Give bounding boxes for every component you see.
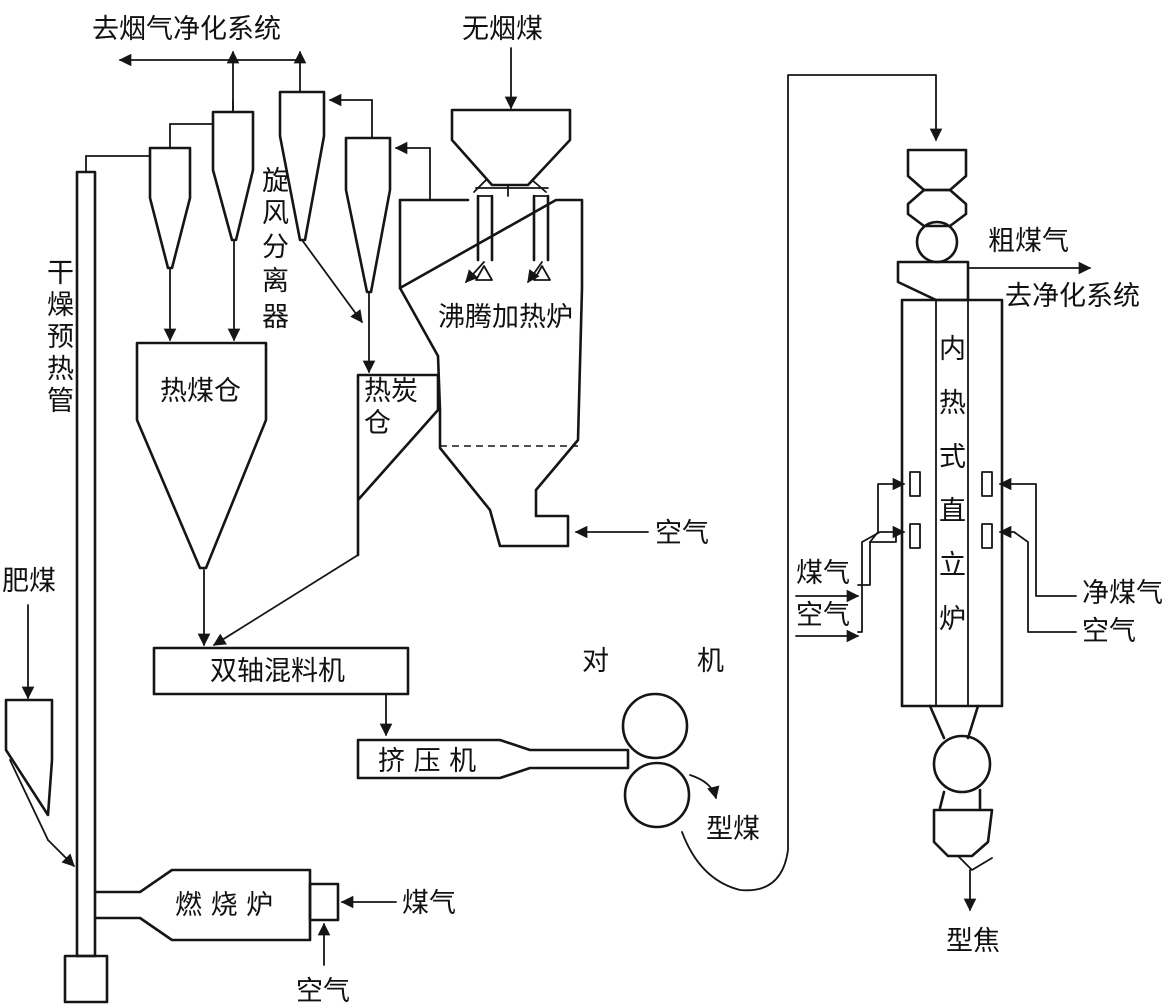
label-cyclone-5: 器 [262,302,289,333]
label-shaft-1: 内 [939,334,966,365]
dryer-preheat-tube [63,155,151,1004]
flue-gas-outlet [118,50,307,113]
label-dryer-2: 燥 [47,290,74,321]
roller-bottom [623,761,691,829]
label-to-flue-gas-cleaning: 去烟气净化系统 [92,14,281,45]
label-shaft-3: 式 [939,442,966,473]
label-twin-shaft-mixer: 双轴混料机 [210,656,345,687]
hot-char-bin [356,373,440,502]
combustion-burner [308,882,340,922]
extruder [356,738,630,780]
label-fat-coal: 肥煤 [2,566,56,597]
label-shaft-4: 直 [939,496,966,527]
label-formed-coke: 型焦 [946,926,1000,957]
label-fluidized-furnace: 沸腾加热炉 [438,302,573,333]
cyclone-separators [148,90,431,294]
label-combustion-furnace: 燃 烧 炉 [175,890,273,921]
shaft-right-inlets [998,477,1077,633]
label-air-right: 空气 [1082,616,1136,647]
label-dryer-3: 预 [47,322,74,353]
cyclone-discharge-lines [163,239,376,374]
label-hot-coal-bin: 热煤仓 [160,376,241,407]
formed-coal-conveyor [681,74,943,892]
roller-top [621,692,689,760]
shaft-left-inlets [857,477,906,633]
label-cyclone-4: 离 [262,266,289,297]
fat-coal-hopper [4,698,54,817]
label-clean-gas-right: 净煤气 [1082,578,1163,609]
label-formed-coal: 型煤 [706,814,760,845]
label-hot-char-bin-2: 仓 [364,408,391,439]
label-shaft-6: 炉 [939,604,966,635]
shaft-furnace [896,148,1004,871]
label-extruder: 挤 压 机 [378,746,476,777]
fluidized-bed-furnace [398,108,584,548]
fat-coal-to-tube [47,839,75,867]
label-cyclone-3: 分 [262,232,289,263]
label-dryer-1: 干 [47,258,74,289]
label-dryer-5: 管 [47,386,74,417]
label-gas-combustion: 煤气 [402,888,456,919]
label-shaft-2: 热 [939,388,966,419]
label-roller-press-right: 机 [697,646,724,677]
label-cyclone-2: 风 [262,198,289,229]
label-to-purification: 去净化系统 [1005,281,1140,312]
label-air-left: 空气 [796,600,850,631]
twin-shaft-mixer [152,646,410,696]
label-anthracite: 无烟煤 [462,14,543,45]
hot-char-to-mixer [212,554,359,646]
label-hot-char-bin-1: 热炭 [364,376,418,407]
label-shaft-5: 立 [939,550,966,581]
label-roller-press-left: 对 [582,646,609,677]
label-dryer-4: 热 [47,354,74,385]
label-cyclone-1: 旋 [262,166,289,197]
label-air-fluidized: 空气 [655,518,709,549]
hot-coal-bin [135,341,268,570]
label-crude-gas: 粗煤气 [988,226,1069,257]
label-air-combustion: 空气 [296,976,350,1005]
label-gas-left: 煤气 [796,558,850,589]
